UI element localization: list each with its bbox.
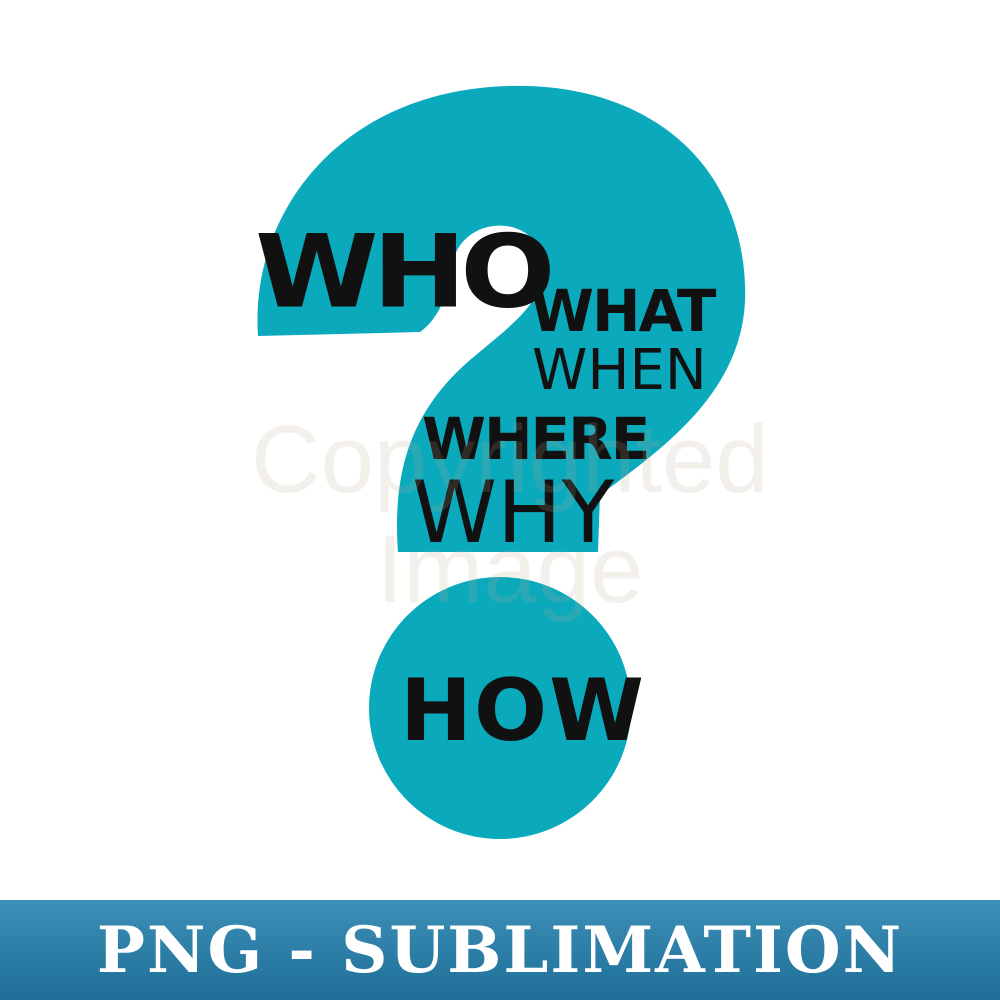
question-mark-shape (257, 85, 746, 839)
question-mark-dot (369, 577, 631, 839)
question-mark-hook (257, 85, 746, 552)
word-when: WHEN (532, 338, 707, 403)
question-mark-artwork: WHO WHAT WHEN WHERE WHY HOW Copyrighted … (251, 85, 769, 839)
word-what: WHAT (530, 277, 716, 345)
word-where: WHERE (422, 405, 650, 473)
footer-banner: PNG - SUBLIMATION (0, 900, 1000, 1000)
word-who: WHO (255, 213, 555, 331)
word-why: WHY (412, 463, 615, 563)
banner-label: PNG - SUBLIMATION (96, 912, 904, 988)
word-how: HOW (400, 661, 646, 761)
